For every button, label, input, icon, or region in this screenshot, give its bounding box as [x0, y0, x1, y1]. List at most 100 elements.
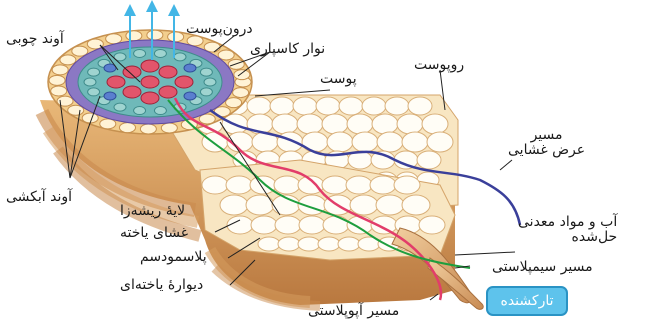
cortex-cell — [293, 97, 317, 115]
pericycle-cell — [174, 53, 186, 61]
cortex-cell — [226, 176, 252, 194]
label-pericycle: لایهٔ ریشه‌زا — [120, 204, 185, 219]
epidermis-cell — [161, 123, 177, 133]
epidermis-cell — [57, 96, 73, 106]
xylem-vessel — [159, 86, 177, 98]
label-apoplast-path: مسیر آپوپلاستی — [308, 304, 399, 319]
xylem-vessel — [141, 76, 159, 88]
epidermis-cell — [226, 98, 242, 108]
pericycle-cell — [134, 49, 146, 57]
epidermis-cell — [140, 124, 156, 134]
xylem-vessel — [123, 66, 141, 78]
cortex-cell — [274, 176, 300, 194]
cortex-cell — [338, 237, 360, 251]
label-symplast-path: مسیر سیمپلاستی — [492, 260, 593, 275]
cortex-cell — [299, 216, 325, 234]
label-phloem: آوند آبکشی — [6, 190, 72, 205]
xylem-vessel — [175, 76, 193, 88]
label-plasmodesma: پلاسمودسم — [140, 250, 207, 265]
cortex-cell — [250, 176, 276, 194]
epidermis-cell — [147, 30, 163, 40]
epidermis-cell — [106, 34, 122, 44]
pericycle-cell — [114, 103, 126, 111]
xylem-vessel — [107, 76, 125, 88]
cortex-cell — [277, 132, 303, 152]
xylem-vessel — [141, 92, 159, 104]
cortex-cell — [362, 97, 386, 115]
cortex-cell — [347, 216, 373, 234]
cortex-cell — [202, 176, 228, 194]
xylem-vessel — [123, 86, 141, 98]
cortex-cell — [419, 216, 445, 234]
cortex-cell — [372, 114, 398, 134]
label-cortex: پوست — [320, 72, 357, 87]
cortex-cell — [258, 237, 280, 251]
cortex-cell — [297, 114, 323, 134]
cortex-cell — [275, 216, 301, 234]
cortex-cell — [316, 97, 340, 115]
cortex-cell — [408, 97, 432, 115]
pericycle-cell — [204, 78, 216, 86]
phloem-cell — [184, 92, 196, 100]
cortex-cell — [346, 176, 372, 194]
root-hair-badge: تارکشنده — [486, 286, 568, 316]
phloem-cell — [104, 92, 116, 100]
cortex-cell — [347, 114, 373, 134]
pericycle-cell — [154, 49, 166, 57]
xylem-vessel — [159, 66, 177, 78]
cortex-cell — [339, 97, 363, 115]
epidermis-cell — [120, 123, 136, 133]
label-water-minerals: آب و مواد معدنی حل‌شده — [518, 215, 617, 246]
cortex-cell — [385, 97, 409, 115]
cortex-cell — [402, 132, 428, 152]
cortex-cell — [422, 114, 448, 134]
label-xylem: آوند چوبی — [6, 32, 64, 47]
label-transmembrane-path: مسیر عرض غشایی — [508, 128, 585, 159]
pericycle-cell — [84, 78, 96, 86]
cortex-cell — [272, 114, 298, 134]
epidermis-cell — [52, 65, 68, 75]
label-epidermis: روپوست — [414, 58, 464, 73]
epidermis-cell — [51, 86, 67, 96]
cortex-cell — [298, 237, 320, 251]
cortex-cell — [427, 132, 453, 152]
epidermis-cell — [126, 31, 142, 41]
pericycle-cell — [88, 68, 100, 76]
cortex-cell — [202, 132, 228, 152]
cortex-cell — [377, 132, 403, 152]
cortex-cell — [397, 114, 423, 134]
cortex-cell — [227, 216, 253, 234]
label-casparian-strip: نوار کاسپاری — [250, 42, 325, 57]
cortex-cell — [323, 216, 349, 234]
epidermis-cell — [228, 59, 244, 69]
cortex-cell — [327, 132, 353, 152]
cortex-cell — [322, 114, 348, 134]
cortex-cell — [247, 97, 271, 115]
epidermis-cell — [234, 70, 250, 80]
label-endodermis: درون‌پوست — [186, 22, 253, 37]
cortex-cell — [278, 237, 300, 251]
cortex-cell — [246, 195, 274, 215]
label-cell-wall: دیوارهٔ یاخته‌ای — [120, 278, 203, 293]
cortex-cell — [220, 195, 248, 215]
cortex-cell — [417, 151, 441, 169]
cortex-cell — [394, 176, 420, 194]
cortex-cell — [322, 176, 348, 194]
epidermis-cell — [49, 75, 65, 85]
pericycle-cell — [88, 88, 100, 96]
label-cell-membrane: غشای یاخته — [120, 226, 188, 241]
pericycle-cell — [200, 88, 212, 96]
cortex-cell — [402, 195, 430, 215]
phloem-cell — [184, 64, 196, 72]
pericycle-cell — [134, 107, 146, 115]
cortex-cell — [270, 97, 294, 115]
cortex-cell — [251, 216, 277, 234]
cortex-cell — [302, 132, 328, 152]
epidermis-cell — [60, 55, 76, 65]
cortex-cell — [370, 176, 396, 194]
cortex-cell — [318, 237, 340, 251]
cortex-cell — [350, 195, 378, 215]
epidermis-cell — [233, 88, 249, 98]
